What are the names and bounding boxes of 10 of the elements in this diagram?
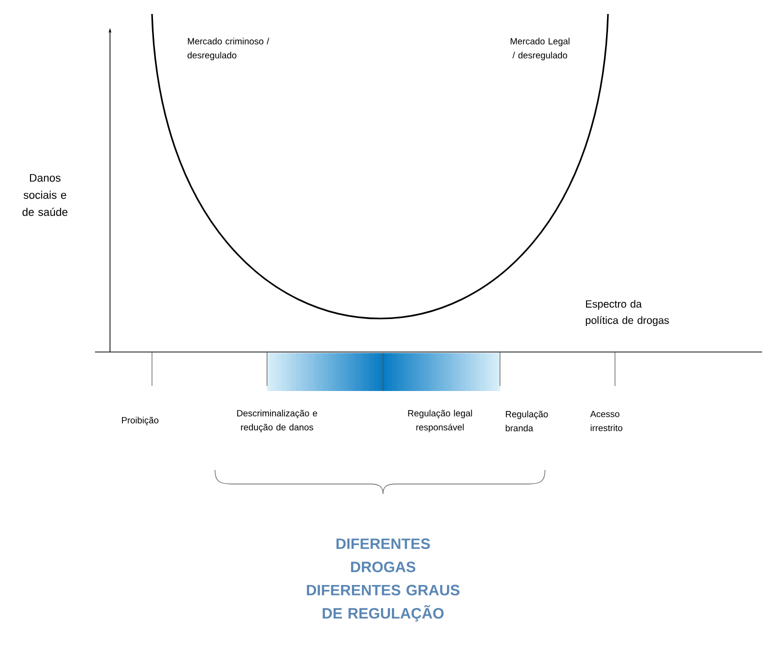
curve-label: Mercado Legal / desregulado	[510, 38, 570, 60]
tick-label: Regulação legal responsável	[408, 410, 472, 432]
tick-label: Acesso irrestrito	[590, 410, 622, 432]
summary-text: DIFERENTES DROGAS DIFERENTES GRAUS DE REGULAÇÃO	[306, 538, 460, 622]
curve-label: Mercado criminoso / desregulado	[188, 38, 270, 60]
tick-label: Descriminalização e redução de danos	[237, 410, 318, 432]
tick-label: Proibição	[122, 416, 158, 426]
tick-label: Regulação branda	[506, 410, 548, 432]
axis-label: Espectro da política de drogas	[586, 300, 669, 326]
axis-label: Danos sociais e de saúde	[22, 174, 68, 216]
